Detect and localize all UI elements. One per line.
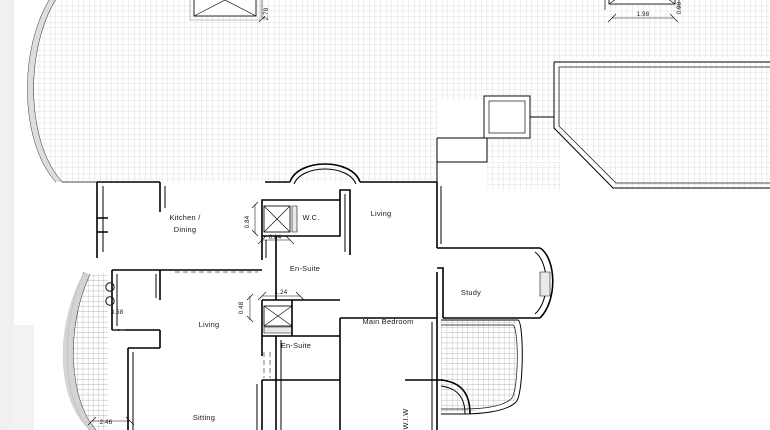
dim-value: 0.90 [677, 1, 683, 14]
dimension-top-right-side: 0.90 [676, 0, 683, 14]
room-label-kitchen-dining-line2: Dining [174, 225, 196, 234]
dim-value: 0.84 [245, 215, 251, 228]
page-edge-strip [0, 0, 14, 430]
roof-window-symbol [604, 0, 680, 10]
room-label-sitting: Sitting [193, 413, 215, 422]
dim-value: 1.24 [275, 290, 288, 296]
dimension-wc-left: 0.84 [245, 201, 259, 237]
room-label-wc: W.C. [302, 213, 319, 222]
hatched-curved-balcony-left [62, 271, 108, 430]
skylight-window-symbol [189, 0, 261, 21]
dim-value: 1.98 [637, 12, 650, 18]
drainage-points [105, 282, 115, 306]
dimension-wc-bottom: 0.84 [257, 235, 295, 245]
page-edge-strip-lower [12, 325, 34, 430]
dim-value: 3.58 [111, 310, 124, 316]
dimension-top-right: 1.98 [607, 12, 679, 23]
room-label-kitchen-dining-line1: Kitchen / [169, 213, 201, 222]
room-label-living-lower: Living [199, 320, 220, 329]
room-label-study: Study [461, 288, 481, 297]
dimension-top-skylight: 2.78 [258, 0, 270, 23]
dim-value: 0.84 [269, 235, 282, 241]
room-label-ensuite-lower: En-Suite [281, 341, 311, 350]
roof-plant-square [483, 95, 531, 139]
hatched-terrace-right-lower [487, 162, 560, 190]
room-label-living-upper: Living [371, 209, 392, 218]
dimension-ensuite-width: 1.24 [257, 290, 305, 301]
dim-value: 0.48 [239, 301, 245, 314]
hatched-terrace-right [553, 61, 770, 190]
apartment-walls [96, 163, 554, 430]
hatched-balcony-below-study [441, 319, 523, 415]
room-label-ensuite-upper: En-Suite [290, 264, 320, 273]
arched-opening [289, 163, 361, 183]
dimension-balcony-left-upper: 3.58 [111, 310, 124, 316]
dim-value: 2.78 [264, 7, 270, 20]
dimension-balcony-left-lower: 2.46 [87, 416, 135, 426]
room-label-main-bedroom: Main Bedroom [362, 317, 413, 326]
dimension-ensuite-height: 0.48 [239, 293, 254, 323]
ensuite-lower-block: 1.24 0.48 [239, 290, 340, 430]
curved-terrace-edge-wall [27, 0, 62, 182]
dim-value: 2.46 [100, 420, 113, 426]
wc-ensuite-block: 0.84 0.84 [245, 189, 351, 300]
room-label-wiw: W.I.W [401, 409, 410, 430]
